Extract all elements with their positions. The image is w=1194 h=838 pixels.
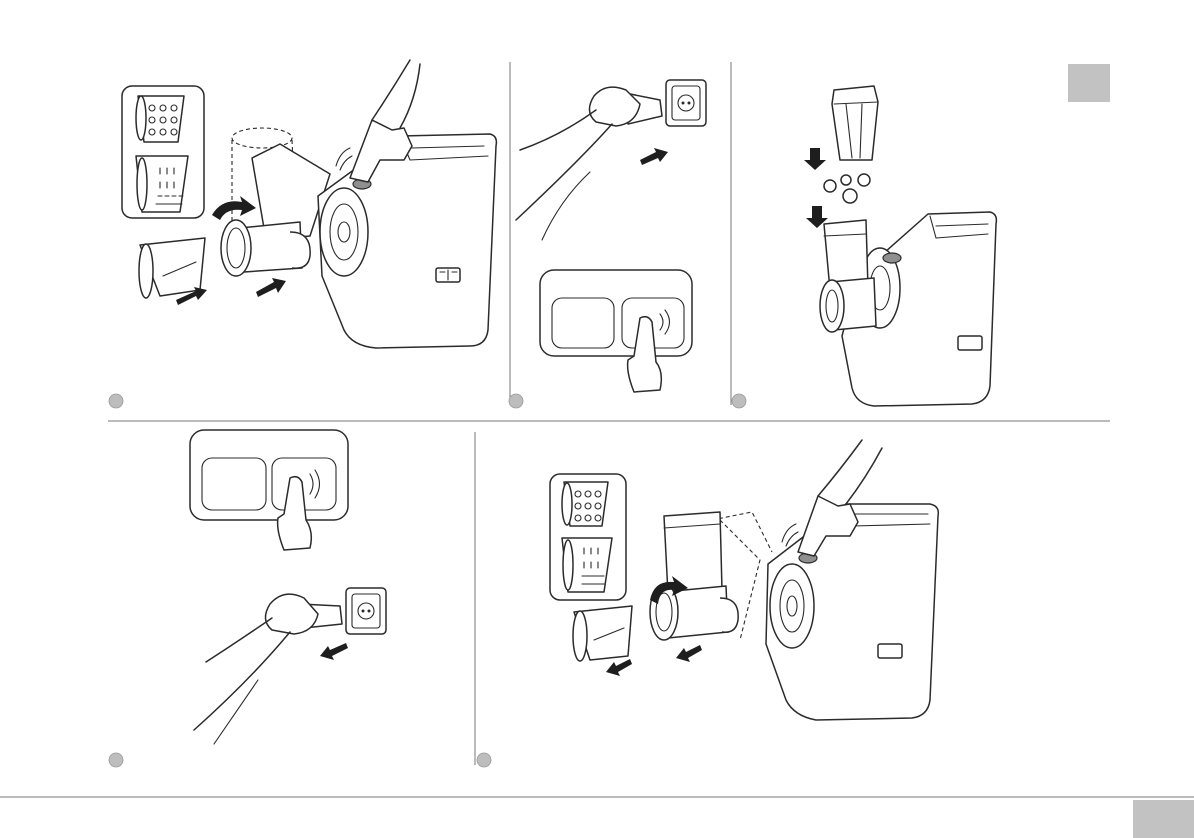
step-marker-3 xyxy=(732,394,746,408)
holder-removed xyxy=(650,512,772,640)
rotate-arrow xyxy=(212,196,256,220)
panel-attach-cone-drum xyxy=(122,60,496,348)
plug-in-arrow xyxy=(640,148,668,165)
down-arrow-1 xyxy=(804,148,826,170)
assembled-grater xyxy=(820,212,996,406)
wall-socket-unplug xyxy=(346,588,386,634)
unplug-arrow xyxy=(320,643,348,660)
food-pieces xyxy=(824,174,870,203)
control-panel-on xyxy=(540,270,692,392)
step-marker-1 xyxy=(109,394,123,408)
insert-arrow-2 xyxy=(256,278,286,297)
drum-options-inset-2 xyxy=(550,474,626,600)
step-marker-4 xyxy=(109,753,123,767)
section-tab xyxy=(1068,64,1110,102)
food-pusher xyxy=(832,86,878,160)
wall-socket xyxy=(666,80,706,126)
remove-arrow-2 xyxy=(676,645,702,662)
removed-cone xyxy=(573,606,632,661)
hand-with-plug xyxy=(516,87,662,240)
grater-body-2 xyxy=(766,504,938,720)
panel-feed-food xyxy=(804,86,996,406)
grater-body xyxy=(318,134,496,348)
control-panel-off xyxy=(190,430,348,550)
drum-options-inset xyxy=(122,86,204,218)
page-number-tab xyxy=(1133,800,1194,838)
hand-removing-plug xyxy=(194,594,342,744)
step-marker-2 xyxy=(509,394,523,408)
step-marker-5 xyxy=(477,753,491,767)
panel-switch-off-and-unplug xyxy=(190,430,386,744)
panel-plug-in-and-switch-on xyxy=(516,80,706,392)
panel-detach-cone-drum xyxy=(550,440,938,720)
remove-arrow-1 xyxy=(606,659,632,676)
